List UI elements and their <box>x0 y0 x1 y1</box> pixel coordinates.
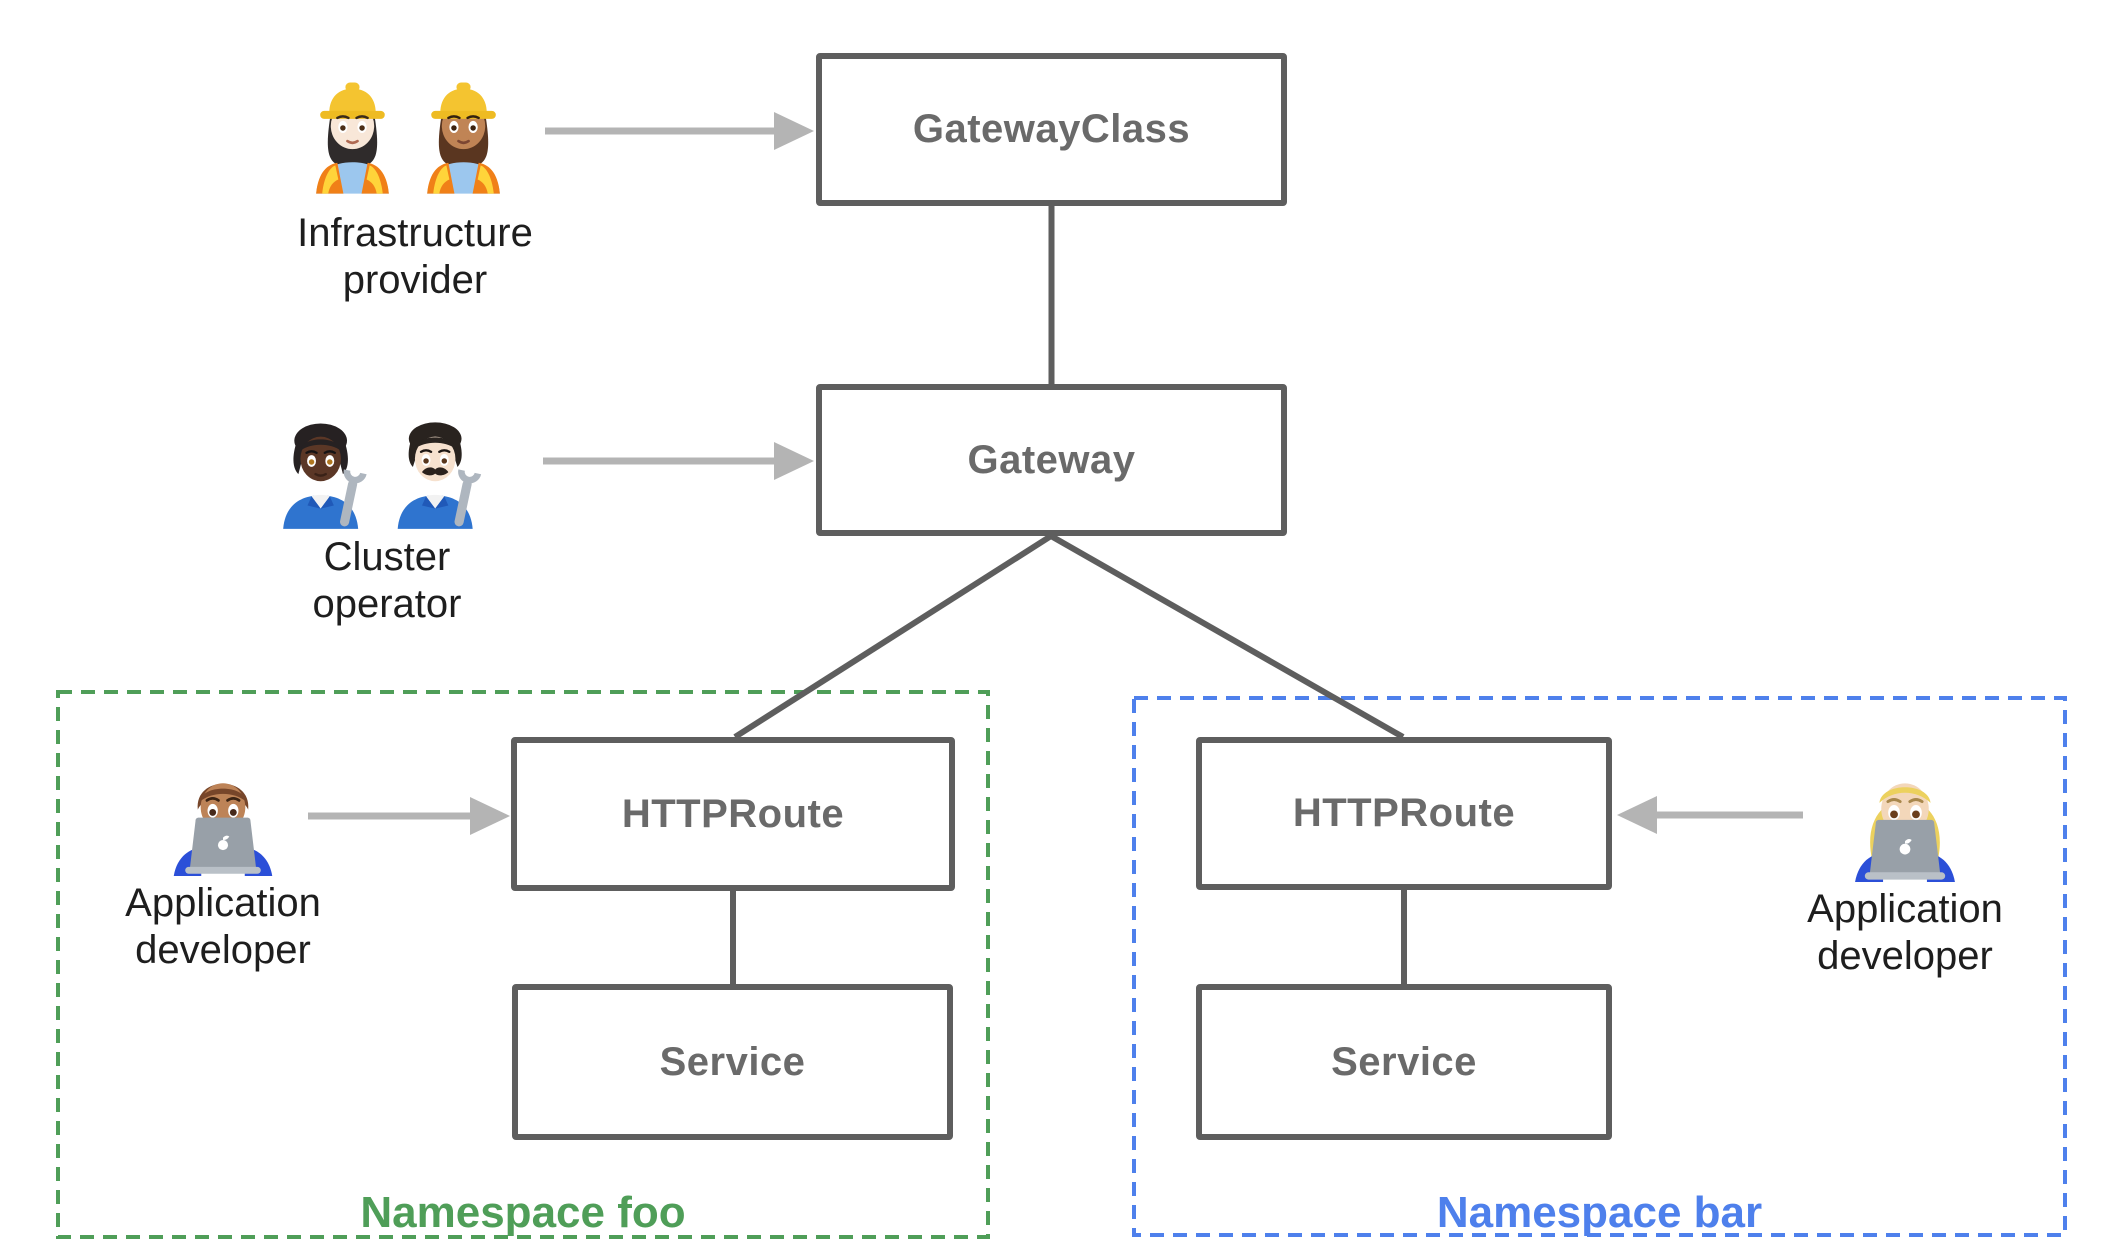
httproute-bar-label: HTTPRoute <box>1292 791 1516 835</box>
namespace-bar-boundary <box>1132 696 2067 1237</box>
gatewayclass-box: GatewayClass <box>816 53 1287 206</box>
arrowhead-icon <box>1617 796 1657 834</box>
service-bar-label: Service <box>1331 1039 1477 1084</box>
connector-gateway-httproute-bar <box>1049 533 1405 740</box>
arrow-app-developer-to-httproute-foo <box>308 797 510 835</box>
connector-gateway-httproute-foo <box>733 533 1053 740</box>
persona-infrastructure-provider: Infrastructure provider <box>297 64 720 324</box>
arrow-cluster-operator-to-gateway <box>543 442 814 480</box>
service-bar-box: Service <box>1196 984 1612 1140</box>
gateway-box: Gateway <box>816 384 1287 536</box>
mechanic-icon <box>283 423 367 529</box>
persona-cluster-operator: Cluster operator <box>268 398 688 658</box>
app-developer-bar-label: Application developer <box>1807 887 2003 978</box>
namespace-foo-label: Namespace foo <box>360 1188 686 1237</box>
namespace-foo-boundary <box>56 690 990 1239</box>
gateway-label: Gateway <box>967 437 1136 482</box>
service-foo-box: Service <box>512 984 953 1140</box>
httproute-foo-box: HTTPRoute <box>511 737 955 891</box>
two-construction-workers-icon <box>316 82 500 194</box>
two-mechanics-icon <box>283 422 482 529</box>
namespace-bar-label: Namespace bar <box>1436 1188 1763 1237</box>
app-developer-foo-label: Application developer <box>125 881 321 972</box>
httproute-bar-box: HTTPRoute <box>1196 737 1612 890</box>
persona-app-developer-bar: Application developer <box>1807 748 2112 978</box>
arrow-app-developer-to-httproute-bar <box>1617 796 1803 834</box>
construction-worker-icon <box>427 82 500 194</box>
cluster-operator-label: Cluster operator <box>312 535 462 626</box>
arrowhead-icon <box>774 442 814 480</box>
wrench-icon <box>340 469 367 527</box>
construction-worker-icon <box>316 82 389 194</box>
apple-logo-icon <box>217 840 229 851</box>
httproute-foo-label: HTTPRoute <box>621 791 845 836</box>
mechanic-icon <box>397 422 482 529</box>
man-technologist-icon <box>173 783 273 876</box>
woman-technologist-icon <box>1855 783 1955 882</box>
arrow-infrastructure-provider-to-gatewayclass <box>545 112 814 150</box>
apple-logo-icon <box>1899 843 1911 855</box>
wrench-icon <box>454 469 482 527</box>
gatewayclass-label: GatewayClass <box>912 107 1191 151</box>
arrowhead-icon <box>774 112 814 150</box>
infrastructure-provider-label: Infrastructure provider <box>297 211 533 302</box>
service-foo-label: Service <box>659 1039 806 1084</box>
arrowhead-icon <box>470 797 510 835</box>
persona-app-developer-foo: Application developer <box>125 750 560 980</box>
